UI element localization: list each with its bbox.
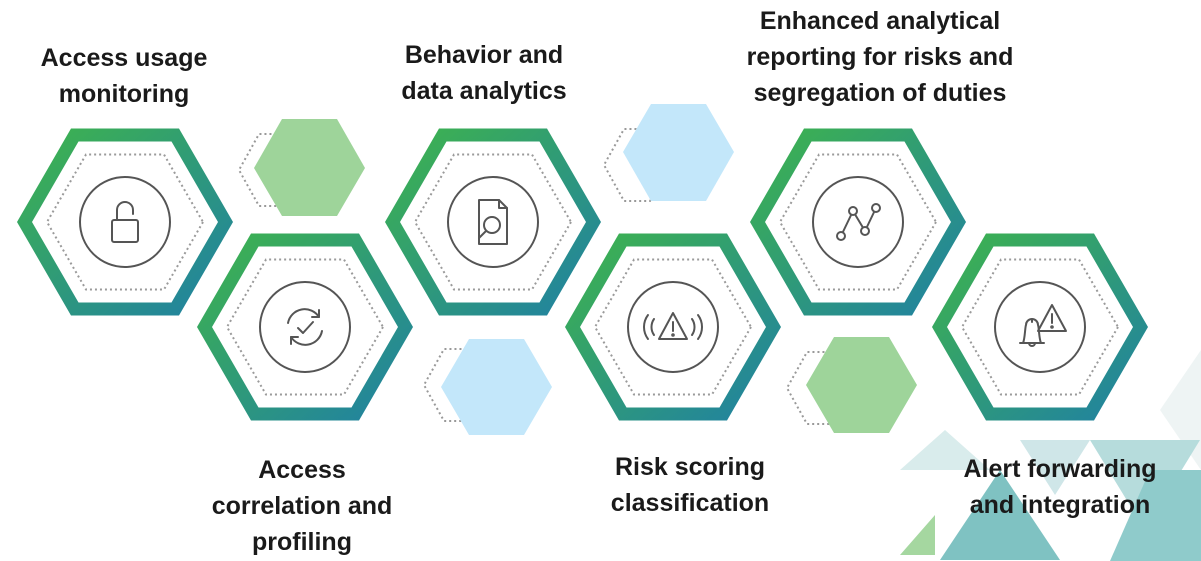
bell-alert-icon (1019, 304, 1067, 347)
accent-hex-blue-fill (623, 104, 734, 201)
step-1-label: Access usage monitoring (40, 44, 208, 108)
step-5-label: Enhanced analytical reporting for risks … (746, 7, 1014, 107)
icon-circle (447, 176, 539, 268)
unlocked-padlock-icon (111, 201, 139, 243)
step-hex-5 (750, 128, 966, 316)
step-3-label: Behavior and data analytics (401, 41, 567, 105)
step-hex-3 (385, 128, 601, 316)
step-hexagons (17, 128, 1148, 421)
warning-signal-icon (643, 312, 703, 340)
icon-circle (79, 176, 171, 268)
accent-hex-green-fill (254, 119, 365, 216)
icon-circle (259, 281, 351, 373)
step-4-label: Risk scoring classification (610, 453, 770, 517)
step-hex-1 (17, 128, 233, 316)
line-graph-icon (836, 203, 881, 241)
step-hex-4 (565, 233, 781, 421)
decorative-triangles (900, 350, 1201, 561)
accent-hex-green-lower-fill (806, 337, 917, 433)
icon-circle (812, 176, 904, 268)
refresh-check-icon (287, 308, 323, 346)
step-hex-2 (197, 233, 413, 421)
accent-hexagons (237, 104, 917, 435)
step-hex-6 (932, 233, 1148, 421)
accent-hex-blue-lower-fill (441, 339, 552, 435)
step-6-label: Alert forwarding and integration (963, 455, 1157, 519)
document-search-icon (478, 199, 508, 245)
step-2-label: Access correlation and profiling (211, 456, 393, 556)
